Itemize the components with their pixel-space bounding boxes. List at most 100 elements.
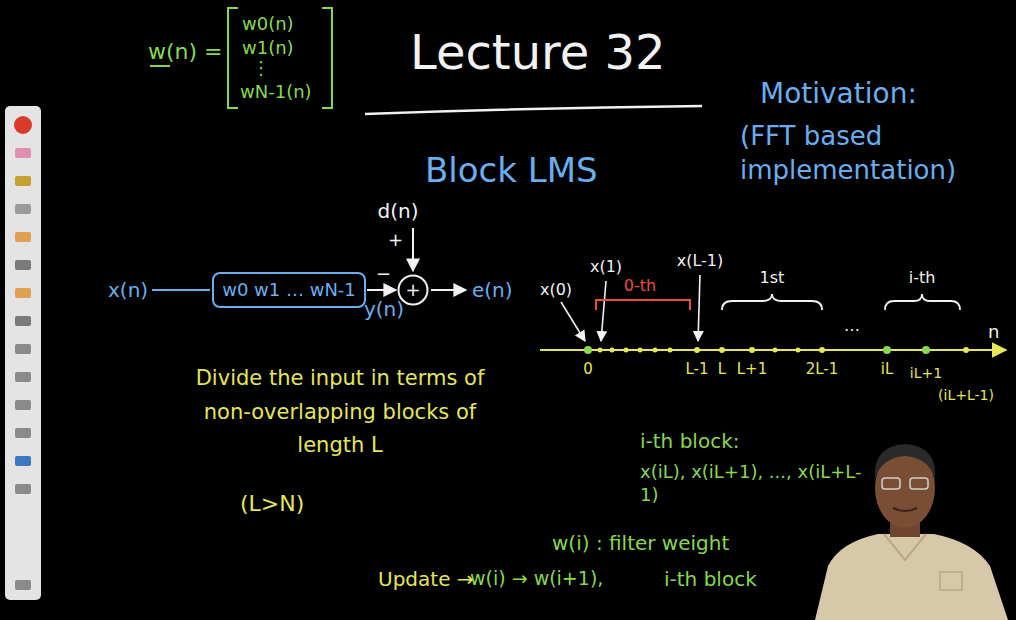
index-label: 2L-1 (806, 360, 839, 378)
sign-label-wrap: − (376, 262, 391, 285)
vector-entry: wN-1(n) (240, 81, 312, 102)
sample-dot (584, 346, 592, 354)
sample-dot (624, 348, 629, 353)
tool-icon (15, 288, 31, 298)
sample-label-wrap: x(0) (540, 280, 572, 301)
block-label: 0-th (624, 276, 656, 295)
lecturer-mouth (893, 508, 917, 511)
signal-label-wrap: y(n) (364, 296, 404, 322)
sign-label: − (376, 263, 391, 284)
note-text-wrap: w(i) → w(i+1), (470, 566, 603, 591)
tool-icon (15, 204, 31, 214)
node-text: w0 w1 … wN-1 (222, 279, 356, 301)
sample-dot (819, 347, 825, 353)
sample-dot (796, 348, 801, 353)
sample-label-wrap: x(L-1) (677, 251, 724, 272)
lecturer-collar (884, 534, 926, 560)
note-text: (L>N) (240, 491, 304, 516)
node-text-wrap: + (405, 279, 420, 301)
index-label: L+1 (737, 360, 767, 378)
index-label-wrap: (iL+L-1) (938, 386, 994, 404)
index-label-wrap: iL (881, 360, 894, 380)
sample-dot (749, 347, 755, 353)
tool-icon (15, 484, 31, 494)
axis-label: n (988, 321, 999, 342)
index-label: iL (881, 360, 894, 378)
sample-dot (719, 347, 725, 353)
note-text: i-th block (664, 567, 757, 591)
note-text-wrap: i-th block: (640, 428, 739, 454)
note-text-wrap: Update → (378, 566, 474, 592)
lecturer-pocket (940, 572, 962, 590)
vector-entry-wrap: w0(n) (242, 12, 294, 35)
tool-icon (15, 148, 31, 158)
ellipsis-label: … (844, 316, 860, 335)
note-text-wrap: i-th block (664, 566, 757, 592)
signal-label-wrap: x(n) (108, 277, 148, 303)
note-text-wrap: w(i) : filter weight (552, 530, 729, 556)
leader-arrow (561, 302, 585, 341)
sample-label: x(L-1) (677, 251, 724, 270)
subtitle-text-wrap: Block LMS (425, 148, 598, 192)
tool-icon (15, 580, 31, 590)
index-label: 0 (583, 360, 593, 378)
sample-dot (610, 348, 615, 353)
signal-label-wrap: e(n) (472, 277, 513, 303)
index-label-wrap: L-1 (685, 360, 708, 380)
filter-box: w0 w1 … wN-1 (212, 272, 366, 308)
ellipsis-label-wrap: … (844, 316, 860, 337)
signal-connector (367, 289, 396, 291)
index-label-wrap: iL+1 (910, 364, 942, 382)
tool-icon (15, 400, 31, 410)
sign-label: + (388, 229, 403, 250)
note-text: (FFT based implementation) (740, 121, 956, 185)
tool-icon (15, 344, 31, 354)
tool-icon (15, 428, 31, 438)
block-brace (885, 294, 960, 310)
axis-label-wrap: n (988, 320, 999, 343)
vector-entry-wrap: ⋮ (252, 56, 270, 79)
sample-dot (638, 348, 643, 353)
block-label-wrap: 0-th (624, 276, 656, 297)
sample-label: x(1) (590, 257, 622, 276)
note-text-wrap: (L>N) (240, 490, 304, 519)
note-text: i-th block: (640, 429, 739, 453)
sample-dot (883, 346, 891, 354)
lecturer-glasses (882, 478, 900, 489)
vector-label: w(n) = (148, 39, 223, 64)
lecturer-shirt (815, 534, 1008, 620)
error-arrow (431, 289, 466, 291)
note-text-wrap: (FFT based implementation) (740, 120, 1010, 188)
sample-dot (668, 348, 673, 353)
leader-arrow (698, 275, 700, 341)
note-text: w(i) : filter weight (552, 531, 729, 555)
note-text: Divide the input in terms of non-overlap… (196, 366, 485, 457)
vector-entry: w0(n) (242, 13, 294, 34)
tool-icon (15, 372, 31, 382)
vector-entry-wrap: w1(n) (242, 36, 294, 59)
index-label-wrap: 0 (583, 360, 593, 380)
vector-label-wrap: w(n) = (148, 38, 223, 67)
signal-label: e(n) (472, 278, 513, 302)
title-text: Lecture 32 (410, 24, 666, 80)
signal-label: d(n) (378, 199, 419, 223)
sample-label: x(0) (540, 280, 572, 299)
signal-label: y(n) (364, 297, 404, 321)
note-heading-wrap: Motivation: (760, 76, 917, 112)
block-label-wrap: 1st (760, 268, 785, 289)
tool-icon (15, 176, 31, 186)
sample-dot (653, 348, 658, 353)
sample-dot (963, 347, 969, 353)
matrix-bracket (228, 8, 238, 108)
index-label-wrap: L (718, 360, 726, 380)
signal-label-wrap: d(n) (378, 198, 419, 224)
sample-dot (598, 348, 603, 353)
block-label: 1st (760, 268, 785, 287)
leader-arrow (601, 281, 606, 341)
index-label: iL+1 (910, 365, 942, 381)
tool-icon (15, 232, 31, 242)
signal-label: x(n) (108, 278, 148, 302)
vector-entry: ⋮ (252, 57, 270, 78)
index-label: L-1 (685, 360, 708, 378)
